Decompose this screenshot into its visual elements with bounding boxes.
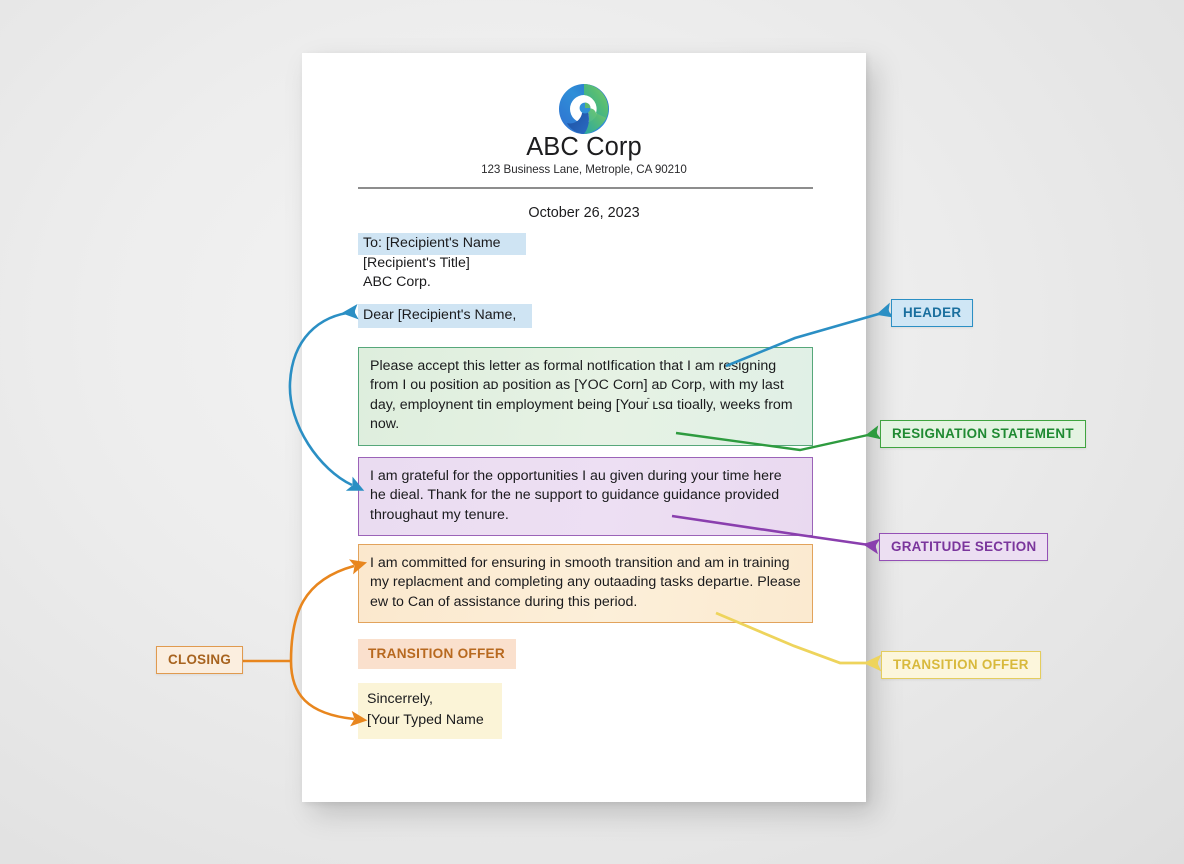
company-name: ABC Corp: [526, 133, 642, 161]
callout-resignation-statement[interactable]: RESIGNATION STATEMENT: [880, 420, 1086, 448]
callout-closing[interactable]: CLOSING: [156, 646, 244, 674]
gratitude-paragraph: I am grateful for the opportunities I au…: [358, 457, 813, 537]
callout-gratitude-section[interactable]: GRATITUDE SECTION: [879, 533, 1049, 561]
sign-off-closing-word: Sincerrely,: [367, 691, 433, 707]
letterhead-divider: [358, 187, 813, 189]
resignation-statement-paragraph: Please accept this letter as formal notI…: [358, 347, 813, 446]
letter-page: ABC Corp 123 Business Lane, Metrople, CA…: [302, 53, 866, 802]
recipient-title-line: [Recipient's Title]: [363, 255, 470, 271]
sign-off-name-line: [Your Typed Name: [367, 712, 484, 728]
company-address: 123 Business Lane, Metrople, CA 90210: [481, 163, 687, 176]
recipient-details: [Recipient's Title] ABC Corp.: [358, 254, 658, 293]
sign-off-block: Sincerrely, [Your Typed Name: [358, 683, 502, 739]
swirl-circle-logo-icon: [557, 82, 611, 136]
recipient-company-line: ABC Corp.: [363, 274, 431, 291]
callout-header[interactable]: HEADER: [891, 299, 974, 327]
inline-transition-offer-tag: TRANSITION OFFER: [358, 639, 516, 670]
transition-offer-paragraph: I am committed for ensuring in smooth tr…: [358, 544, 813, 624]
callout-transition-offer[interactable]: TRANSITION OFFER: [881, 651, 1041, 679]
recipient-to-line: To: [Recipient's Name: [358, 233, 526, 256]
letter-date: October 26, 2023: [528, 205, 640, 221]
salutation: Dear [Recipient's Name,: [358, 304, 532, 329]
